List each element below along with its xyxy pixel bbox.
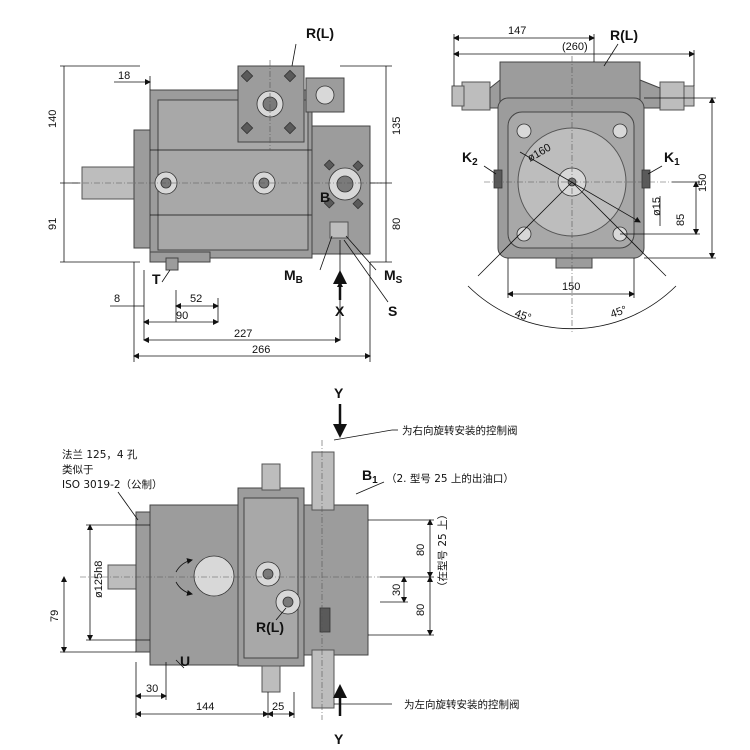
top-fitting-bottom bbox=[261, 665, 281, 693]
left-fitting bbox=[461, 81, 491, 111]
dim-80-bottom: 80 bbox=[415, 604, 427, 616]
dim-30-right: 30 bbox=[391, 584, 403, 596]
flange-note-line3: ISO 3019-2（公制） bbox=[62, 478, 163, 491]
front-x-section-label: X bbox=[335, 303, 345, 319]
dim-79: 79 bbox=[49, 610, 61, 622]
dim-80-front: 80 bbox=[391, 218, 403, 230]
b1-port-note: （2. 型号 25 上的出油口） bbox=[386, 472, 514, 485]
end-view: R(L) K2 K1 147 (260) ø160 150 ø15 85 150… bbox=[451, 25, 716, 332]
dim-266: 266 bbox=[252, 344, 270, 356]
end-r-port-label: R(L) bbox=[610, 27, 638, 43]
size25-note: （在型号 25 上） bbox=[436, 509, 449, 592]
end-top-block bbox=[499, 61, 641, 103]
dim-150-vertical: 150 bbox=[697, 174, 709, 192]
front-view: R(L) B T MB MS S X 18 140 91 135 80 8 52… bbox=[47, 25, 403, 362]
dim-45-right: 45° bbox=[609, 304, 629, 321]
front-t-port-label: T bbox=[152, 271, 161, 287]
dim-90: 90 bbox=[176, 310, 188, 322]
k1-port bbox=[641, 169, 651, 189]
top-port-plate bbox=[303, 504, 369, 656]
front-ms-port-label: MS bbox=[384, 267, 403, 286]
dim-80-top: 80 bbox=[415, 544, 427, 556]
dim-135: 135 bbox=[391, 117, 403, 135]
dim-147: 147 bbox=[508, 25, 526, 37]
front-mb-port-label: MB bbox=[284, 267, 303, 286]
dim-85: 85 bbox=[675, 214, 687, 226]
dim-140: 140 bbox=[47, 110, 59, 128]
dim-227: 227 bbox=[234, 328, 252, 340]
right-valve-note: 为右向旋转安装的控制阀 bbox=[402, 424, 518, 437]
dim-144: 144 bbox=[196, 701, 214, 713]
front-r-port-label: R(L) bbox=[306, 25, 334, 41]
dim-d15: ø15 bbox=[651, 197, 663, 216]
top-view: Y Y B1 R(L) U 法兰 125，4 孔 类似于 ISO 3019-2（… bbox=[49, 385, 520, 747]
top-y-label-bottom: Y bbox=[334, 731, 344, 747]
mounting-flange bbox=[133, 129, 151, 249]
dim-150-horizontal: 150 bbox=[562, 281, 580, 293]
right-fitting bbox=[659, 81, 685, 111]
top-r-port-label: R(L) bbox=[256, 619, 284, 635]
top-flange bbox=[135, 511, 151, 653]
gauge-ports bbox=[329, 221, 349, 239]
dim-30-bottom: 30 bbox=[146, 683, 158, 695]
left-valve-note: 为左向旋转安装的控制阀 bbox=[404, 698, 520, 711]
k2-port bbox=[493, 169, 503, 189]
front-s-port-label: S bbox=[388, 303, 397, 319]
flange-note-line1: 法兰 125，4 孔 bbox=[62, 448, 138, 461]
top-fitting-top bbox=[261, 463, 281, 491]
t-port bbox=[165, 257, 179, 271]
b1-connection bbox=[319, 607, 331, 633]
dim-260: (260) bbox=[562, 41, 588, 53]
flange-note-line2: 类似于 bbox=[62, 463, 94, 476]
dim-45-left: 45° bbox=[513, 308, 533, 325]
end-k1-port-label: K1 bbox=[664, 149, 680, 168]
top-y-label-top: Y bbox=[334, 385, 344, 401]
dim-d125h8: ø125h8 bbox=[93, 561, 105, 598]
end-k2-port-label: K2 bbox=[462, 149, 478, 168]
top-u-port-label: U bbox=[180, 653, 190, 669]
dim-8: 8 bbox=[114, 293, 120, 305]
valve-left-rotation bbox=[311, 649, 335, 709]
dim-18: 18 bbox=[118, 70, 130, 82]
housing-port-circle bbox=[193, 555, 235, 597]
front-b-port-label: B bbox=[320, 189, 330, 205]
valve-right-rotation bbox=[311, 451, 335, 511]
dim-52: 52 bbox=[190, 293, 202, 305]
dim-91: 91 bbox=[47, 218, 59, 230]
top-b1-port-label: B1 bbox=[362, 467, 378, 486]
dim-25: 25 bbox=[272, 701, 284, 713]
